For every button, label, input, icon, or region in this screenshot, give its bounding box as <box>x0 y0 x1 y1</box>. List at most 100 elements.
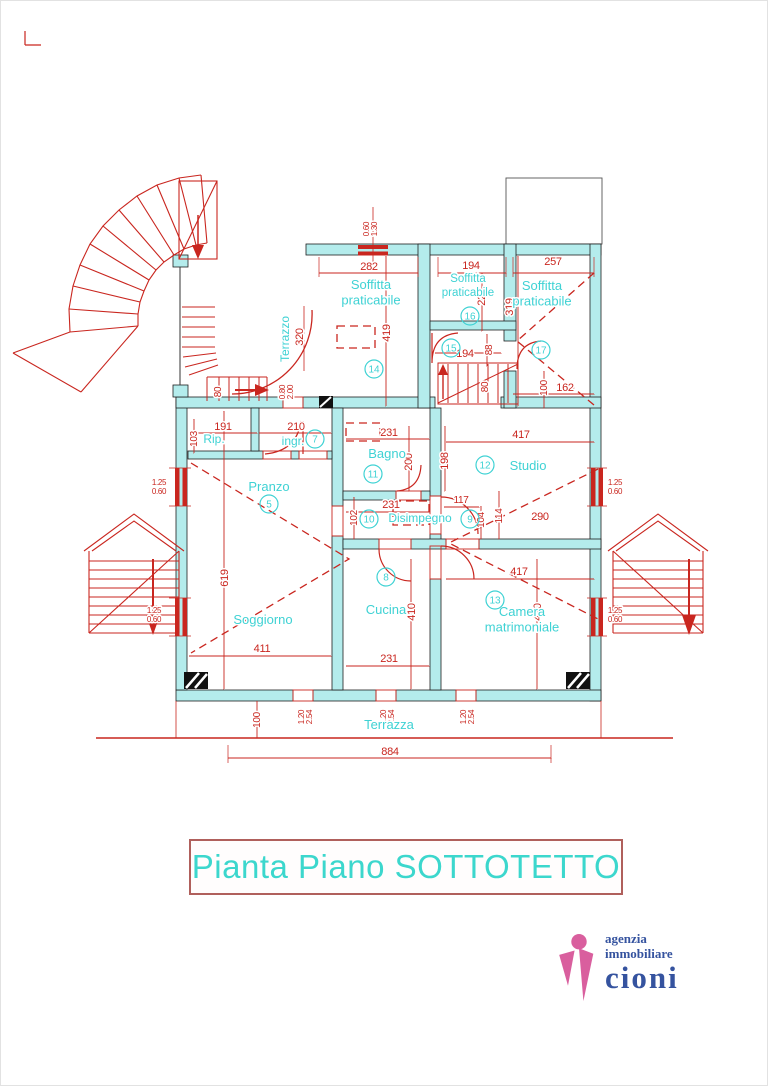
room-number-text: 10 <box>363 515 375 526</box>
room-number-5: 5 <box>259 494 279 514</box>
bagno-label: Bagno <box>368 446 406 461</box>
dim-label: 0.60 <box>362 221 371 236</box>
dim-label: 100 <box>539 379 550 396</box>
dim-label: 194 <box>456 348 474 360</box>
registration-mark <box>24 31 41 46</box>
dim-label: 0.80 <box>278 384 287 399</box>
dim-label: 231 <box>380 653 398 665</box>
dim-label: 1.25 <box>152 478 167 487</box>
dim-label: 2.54 <box>305 709 314 724</box>
room-number-text: 11 <box>368 470 379 481</box>
dim-label: 1.25 <box>608 478 623 487</box>
terrazza-label: Terrazza <box>364 717 415 732</box>
dim-label: 198 <box>439 452 451 470</box>
room-number-text: 13 <box>489 596 501 607</box>
room-number-text: 12 <box>479 461 491 472</box>
dim-label: 290 <box>531 511 549 523</box>
dim-label: 88 <box>484 344 495 355</box>
dim-label: 117 <box>453 495 469 506</box>
dim-label: 1.30 <box>370 221 379 236</box>
dim-label: 1.25 <box>147 606 162 615</box>
dim-label: 410 <box>406 603 418 621</box>
dim-label: 2.00 <box>286 384 295 399</box>
dim-label: 410 <box>532 603 544 621</box>
dim-label: 103 <box>189 430 200 447</box>
room-number-text: 9 <box>467 515 473 526</box>
dim-label: 320 <box>294 328 306 346</box>
dim-label: 2.54 <box>387 709 396 724</box>
plan-title: Pianta Piano SOTTOTETTO <box>191 848 621 885</box>
terrace-stair <box>182 306 313 401</box>
room-number-text: 14 <box>368 365 380 376</box>
dim-label: 257 <box>544 256 562 268</box>
room-number-text: 17 <box>535 346 547 357</box>
dim-label: 191 <box>214 421 232 433</box>
dim-label: 102 <box>349 509 360 526</box>
dim-label: 100 <box>252 711 263 728</box>
room-number-16: 16 <box>460 306 480 326</box>
room-number-text: 16 <box>464 312 476 323</box>
dim-label: 194 <box>462 260 480 272</box>
room-number-text: 7 <box>312 435 318 446</box>
agency-name-block: agenzia immobiliare cioni <box>605 931 679 993</box>
room-number-14: 14 <box>364 359 384 379</box>
room-number-text: 5 <box>266 500 272 511</box>
dim-label: 200 <box>403 453 415 471</box>
roof-outline <box>505 177 603 245</box>
cucina-label: Cucina <box>366 602 407 617</box>
dim-label: 80 <box>480 381 491 392</box>
dimension-lines <box>189 256 594 763</box>
room-number-7: 7 <box>305 429 325 449</box>
pillars <box>184 396 590 689</box>
dim-label: 221 <box>476 288 488 306</box>
dim-label: 1.20 <box>297 709 306 724</box>
person-icon <box>559 934 594 1002</box>
dim-label: 1.20 <box>379 709 388 724</box>
agency-logo: agenzia immobiliare cioni <box>557 931 727 1009</box>
dim-label: 0.60 <box>152 487 167 496</box>
dim-label: 0.60 <box>608 487 623 496</box>
dim-label: 0.60 <box>608 615 623 624</box>
room-number-11: 11 <box>363 464 383 484</box>
pranzo-label: Pranzo <box>248 479 289 494</box>
dim-label: 417 <box>512 429 530 441</box>
disimpegno-label: Disimpegno <box>388 511 452 525</box>
agency-line1: agenzia <box>605 931 647 946</box>
dim-label: 231 <box>380 427 398 439</box>
external-stair-northwest <box>12 174 218 393</box>
dim-label: 114 <box>494 508 505 524</box>
dim-label: 1.20 <box>459 709 468 724</box>
dim-label: 0.60 <box>147 615 162 624</box>
room-number-15: 15 <box>441 338 461 358</box>
dim-label: 2.54 <box>467 709 476 724</box>
ingresso-label: ingr. <box>282 434 305 448</box>
soggiorno-label: Soggiorno <box>233 612 292 627</box>
dim-label: 282 <box>360 261 378 273</box>
dim-label: 80 <box>213 386 224 397</box>
terrace-outline <box>96 701 673 739</box>
room-number-9: 9 <box>460 509 480 529</box>
internal-stair <box>437 362 519 405</box>
room-number-text: 8 <box>383 573 389 584</box>
dim-label: 319 <box>504 298 516 316</box>
external-stair-east <box>607 513 709 635</box>
room-number-12: 12 <box>475 455 495 475</box>
dim-label: 411 <box>254 643 271 655</box>
dim-label: 210 <box>287 421 305 433</box>
room-number-13: 13 <box>485 590 505 610</box>
terrazzo-label: Terrazzo <box>278 316 292 362</box>
room-number-17: 17 <box>531 340 551 360</box>
dim-label: 417 <box>510 566 528 578</box>
dim-label: 619 <box>219 569 231 587</box>
dim-label: 1.25 <box>608 606 623 615</box>
dim-label: 231 <box>382 499 400 511</box>
external-stair-west <box>83 513 185 635</box>
dim-label: 162 <box>556 382 574 394</box>
